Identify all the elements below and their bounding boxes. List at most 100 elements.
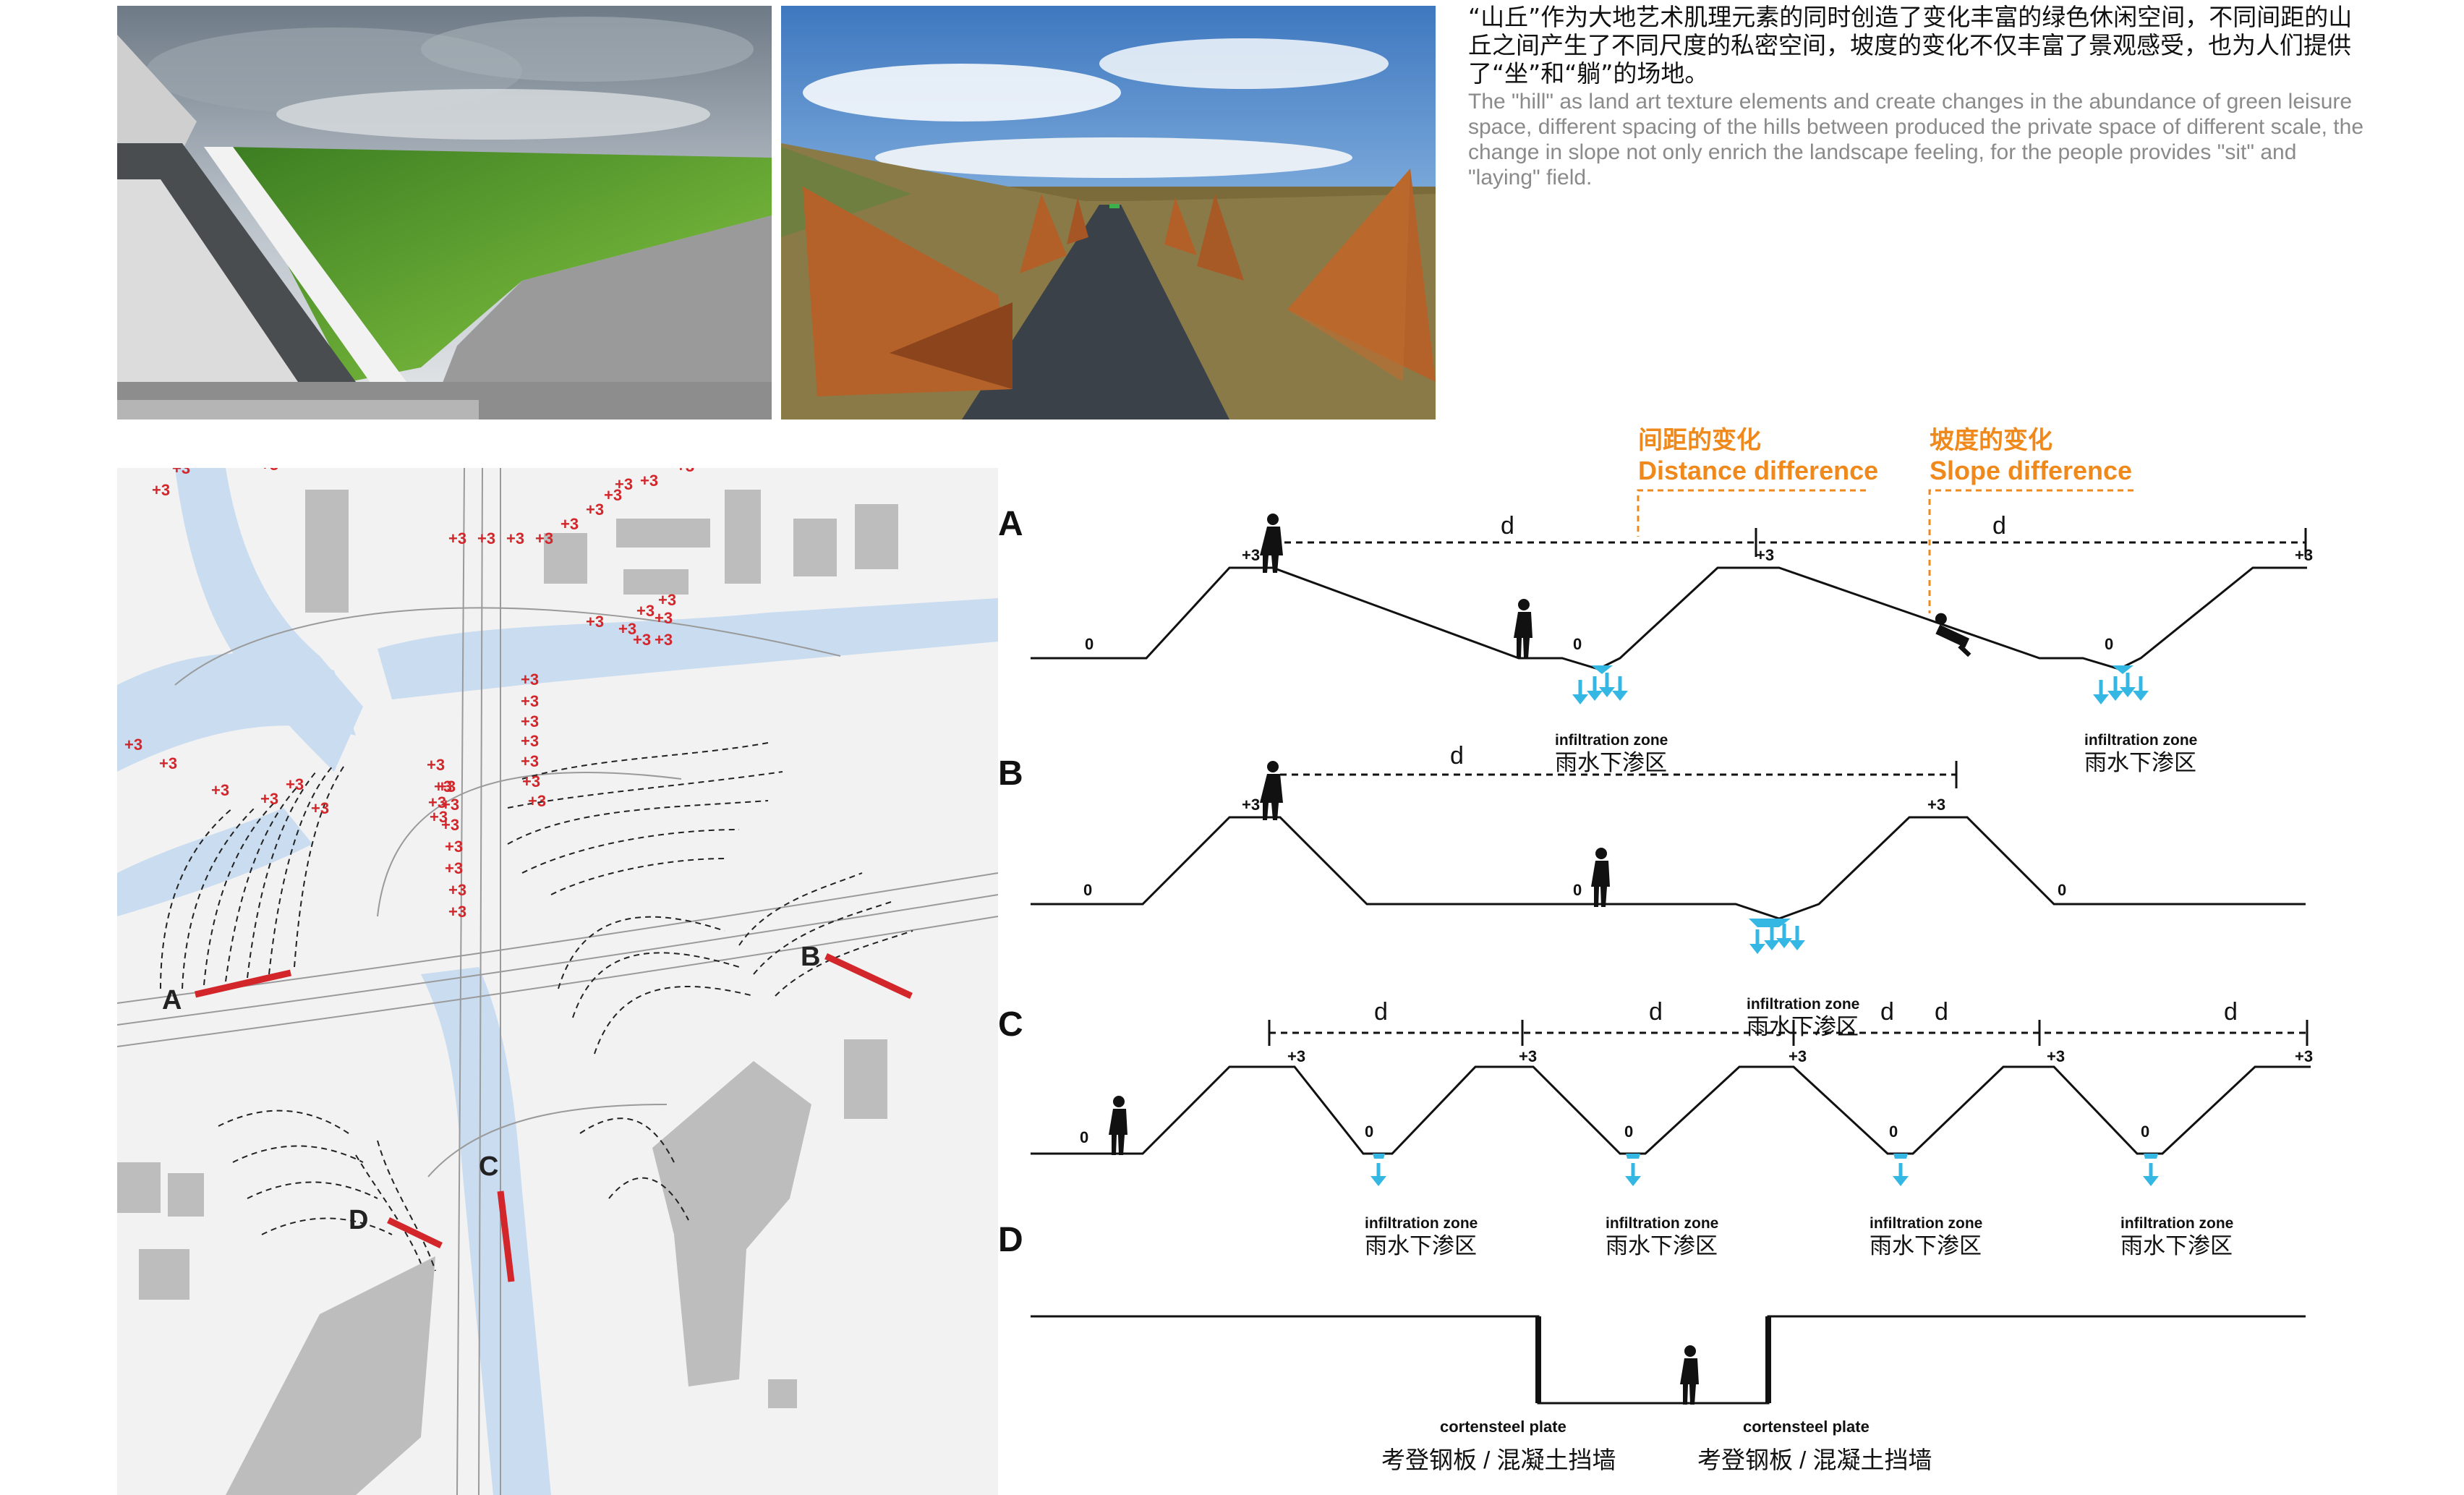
distance-cn: 间距的变化 <box>1638 427 1761 454</box>
spacing-label-d: d <box>1374 998 1388 1026</box>
level-high: +3 <box>1756 546 1774 564</box>
plus3-label: +3 <box>633 631 651 649</box>
plus3-label: +3 <box>521 752 539 770</box>
infiltration-en: infiltration zone <box>1606 1215 1718 1232</box>
plus3-label: +3 <box>441 796 459 814</box>
infiltration-cn: 雨水下渗区 <box>2084 750 2196 775</box>
section-line-d <box>387 1217 443 1249</box>
level-low: 0 <box>2141 1123 2149 1141</box>
level-high: +3 <box>1519 1047 1537 1065</box>
slope-cn: 坡度的变化 <box>1930 427 2052 454</box>
plus3-label: +3 <box>441 816 459 834</box>
spacing-label-d: d <box>1935 998 1948 1026</box>
level-high: +3 <box>1242 546 1260 564</box>
section-line-a <box>195 969 291 998</box>
level-low: 0 <box>1624 1123 1633 1141</box>
infiltration-en: infiltration zone <box>1365 1215 1478 1232</box>
site-plan: A B C D +3+3+3+3+3+3+3+3+3+3+3+3+3+3+3+3… <box>117 468 998 1495</box>
person-icon <box>1680 1345 1699 1405</box>
plus3-label: +3 <box>159 754 177 772</box>
plus3-label: +3 <box>655 609 673 627</box>
infiltration-cn: 雨水下渗区 <box>1606 1233 1718 1258</box>
spacing-label-d: d <box>1880 998 1894 1026</box>
plus3-label: +3 <box>430 808 448 826</box>
profile-b <box>1031 816 2306 920</box>
infiltration-arrow <box>1587 676 1603 701</box>
infiltration-arrow <box>1599 673 1615 697</box>
buildings <box>117 490 898 1495</box>
infiltration-en: infiltration zone <box>2084 732 2197 749</box>
section-label-d: D <box>998 1221 1023 1259</box>
infiltration-cn: 雨水下渗区 <box>1555 750 1667 775</box>
infiltration-arrow <box>2143 1163 2159 1186</box>
plus3-label: +3 <box>604 486 622 504</box>
infiltration-cn: 雨水下渗区 <box>1747 1014 1859 1039</box>
level-low: 0 <box>1085 635 1094 653</box>
infiltration-arrow <box>1789 926 1805 950</box>
plus3-label: +3 <box>477 529 495 548</box>
plan-label-c: C <box>479 1151 498 1182</box>
person-icon <box>1514 599 1532 658</box>
annotation-distance: 间距的变化 Distance difference 坡度的变化 Slope di… <box>1638 427 2132 485</box>
plus3-label: +3 <box>535 529 553 548</box>
plate-labels: cortensteel plate 考登钢板 / 混凝土挡墙 cortenste… <box>1381 1418 1932 1473</box>
plate-cn-left: 考登钢板 / 混凝土挡墙 <box>1381 1447 1616 1473</box>
person-icon <box>1260 761 1283 820</box>
infiltration-arrows <box>1370 673 2159 1186</box>
plan-elevation-labels: +3+3+3+3+3+3+3+3+3+3+3+3+3+3+3+3+3+3+3+3… <box>124 468 694 921</box>
profile-a <box>1031 566 2307 670</box>
intro-text: “山丘”作为大地艺术肌理元素的同时创造了变化丰富的绿色休闲空间，不同间距的山丘之… <box>1468 3 2372 190</box>
person-icon <box>1591 848 1610 907</box>
section-label-a: A <box>998 505 1023 543</box>
infiltration-arrow <box>1764 926 1780 950</box>
plus3-label: +3 <box>676 468 694 475</box>
plus3-label: +3 <box>506 529 524 548</box>
level-high: +3 <box>2295 1047 2313 1065</box>
level-high: +3 <box>1287 1047 1305 1065</box>
plus3-label: +3 <box>618 620 636 638</box>
plus3-label: +3 <box>521 712 539 731</box>
infiltration-en: infiltration zone <box>1747 996 1859 1013</box>
person-icon <box>1260 514 1283 573</box>
section-label-b: B <box>998 754 1023 793</box>
person-lying-icon <box>1935 613 1971 657</box>
level-low: 0 <box>1573 635 1582 653</box>
infiltration-pools <box>1373 665 2158 1159</box>
profile-c <box>1031 1065 2311 1155</box>
infiltration-arrow <box>2107 676 2123 701</box>
plus3-label: +3 <box>445 859 463 877</box>
plus3-label: +3 <box>658 591 676 609</box>
level-low: 0 <box>1889 1123 1898 1141</box>
plus3-label: +3 <box>152 481 170 499</box>
plus3-label: +3 <box>522 772 540 791</box>
plan-label-a: A <box>162 985 182 1015</box>
spacing-label-d: d <box>1450 742 1464 770</box>
plus3-label: +3 <box>124 736 142 754</box>
plus3-label: +3 <box>640 472 658 490</box>
infiltration-cn: 雨水下渗区 <box>1365 1233 1477 1258</box>
infiltration-en: infiltration zone <box>1555 732 1668 749</box>
plus3-label: +3 <box>286 775 304 793</box>
infiltration-en: infiltration zone <box>1870 1215 1982 1232</box>
level-low: 0 <box>1083 881 1092 899</box>
plus3-label: +3 <box>521 670 539 689</box>
plus3-label: +3 <box>636 602 655 620</box>
plus3-label: +3 <box>615 475 633 493</box>
person-icon <box>1109 1096 1127 1155</box>
section-diagrams: 间距的变化 Distance difference 坡度的变化 Slope di… <box>998 427 2313 1473</box>
photo-corten-pyramids <box>781 6 1436 419</box>
level-high: +3 <box>1789 1047 1807 1065</box>
section-label-c: C <box>998 1005 1023 1044</box>
plus3-label: +3 <box>528 792 546 810</box>
hill-contours <box>160 742 913 1272</box>
plus3-label: +3 <box>311 799 329 817</box>
distance-en: Distance difference <box>1638 456 1878 485</box>
people-silhouettes <box>1109 514 1971 1405</box>
plus3-label: +3 <box>560 515 579 533</box>
plate-cn-right: 考登钢板 / 混凝土挡墙 <box>1697 1447 1932 1473</box>
section-markers <box>195 953 913 1282</box>
dimension-ticks <box>1268 528 2309 1046</box>
slope-en: Slope difference <box>1930 456 2132 485</box>
infiltration-arrow <box>2093 680 2109 704</box>
